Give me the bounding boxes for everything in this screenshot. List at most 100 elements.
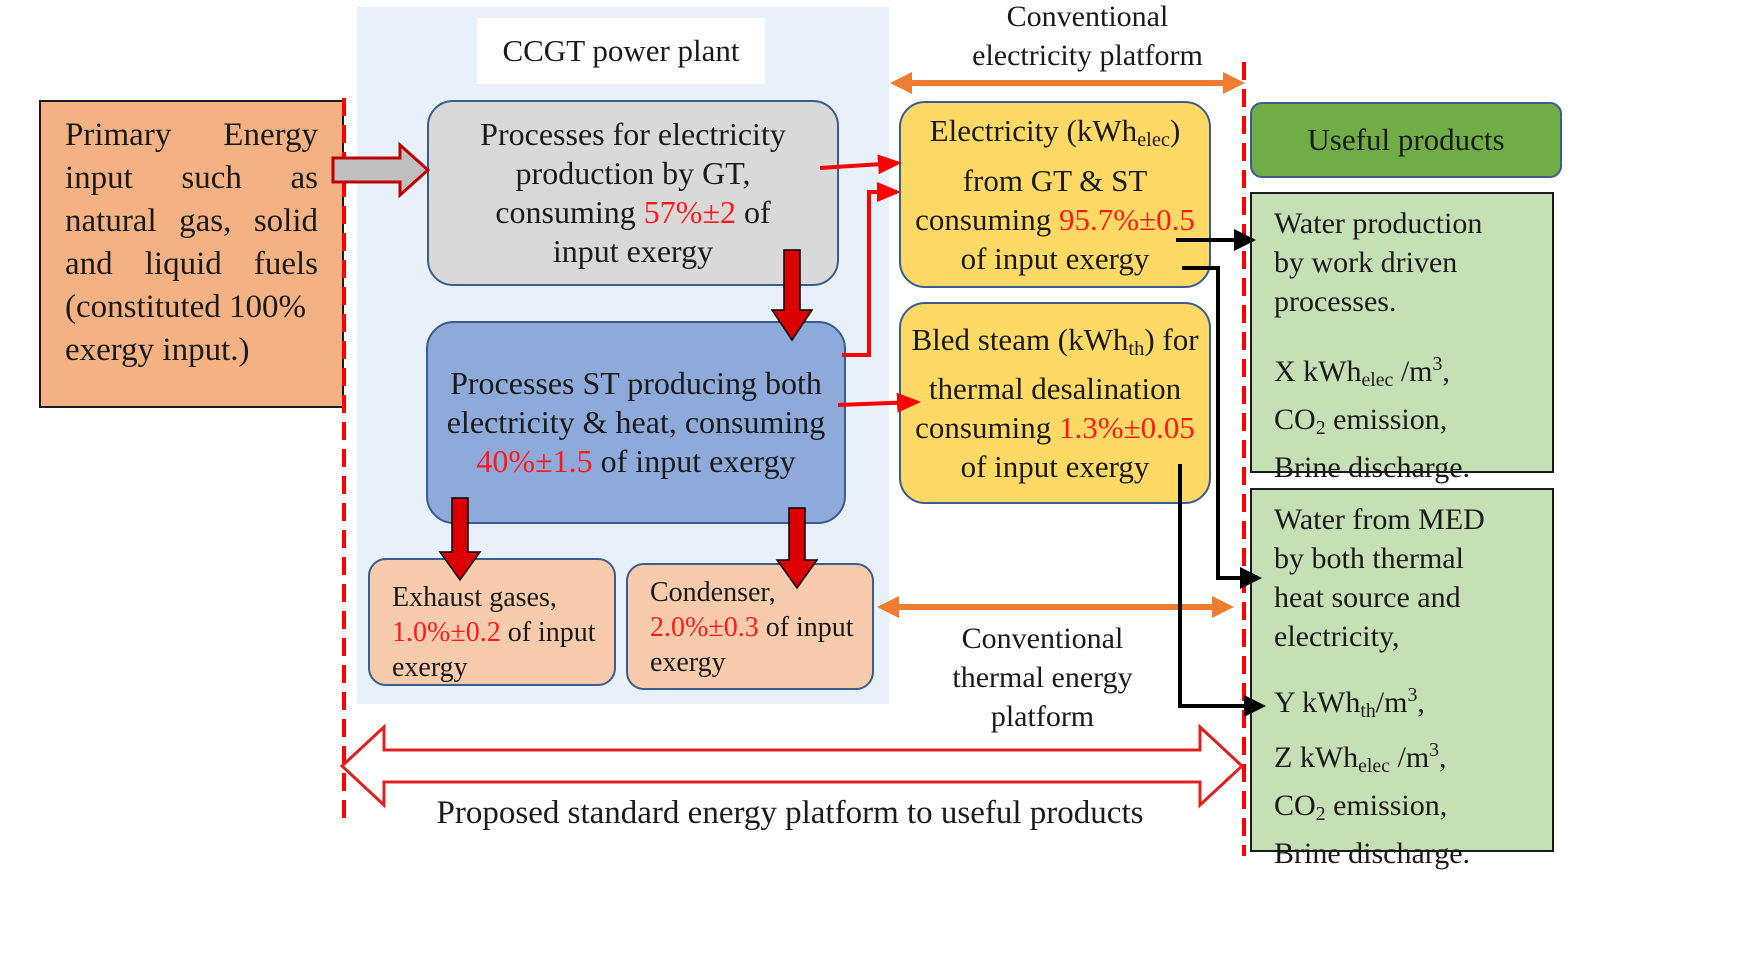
water-med-brine: Brine discharge. <box>1274 836 1471 870</box>
electricity-line-4: of input exergy <box>960 240 1150 276</box>
conventional-electricity-line2: electricity platform <box>972 39 1203 72</box>
electricity-line-3: consuming 95.7%±0.5 <box>915 200 1195 239</box>
water-med-y-b: /m <box>1375 685 1408 719</box>
gt-line-4: input exergy <box>552 233 714 269</box>
ccgt-title: CCGT power plant <box>477 18 765 84</box>
st-to-condenser-arrow <box>775 507 819 590</box>
gt-line-1: Processes for electricity <box>480 116 786 152</box>
water-prod-x-b: /m <box>1393 354 1433 388</box>
water-prod-x-sup: 3 <box>1432 353 1443 375</box>
water-med-line-1: Water from MED <box>1274 503 1485 536</box>
bled-line-1-sub: th <box>1128 338 1145 361</box>
electricity-exergy-value: 95.7%±0.5 <box>1058 201 1195 237</box>
water-prod-line-2: by work driven <box>1274 246 1458 279</box>
electricity-line-1-sub: elec <box>1137 129 1170 152</box>
condenser-line-1: Condenser, <box>650 577 776 608</box>
condenser-exergy-value: 2.0%±0.3 <box>650 612 759 643</box>
water-production-box: Water production by work driven processe… <box>1250 192 1554 484</box>
condenser-line-2: 2.0%±0.3 of input <box>650 610 872 645</box>
bled-to-med-arrow <box>1178 464 1266 717</box>
conventional-electricity-line1: Conventional <box>1006 0 1169 33</box>
conventional-thermal-line1: Conventional <box>961 621 1124 655</box>
gt-line-3a: consuming <box>495 194 644 230</box>
water-prod-x-c: , <box>1442 354 1450 388</box>
bled-line-3: consuming 1.3%±0.05 <box>915 408 1195 447</box>
water-med-box: Water from MED by both thermal heat sour… <box>1250 488 1554 870</box>
primary-energy-input-box: Primary Energy input such as natural gas… <box>39 100 344 408</box>
condenser-line-2b: of input <box>758 612 854 643</box>
st-line-1: Processes ST producing both <box>450 365 822 401</box>
electricity-line-1: Electricity (kWhelec) <box>930 111 1181 160</box>
water-med-z-sup: 3 <box>1429 738 1440 761</box>
water-med-z-a: Z kWh <box>1274 740 1359 774</box>
thermal-platform-arrow <box>877 596 1234 618</box>
exhaust-line-2b: of input <box>500 617 596 648</box>
st-line-2: electricity & heat, consuming <box>446 404 826 440</box>
water-med-co2-b: emission, <box>1325 788 1448 822</box>
gt-exergy-value: 57%±2 <box>643 194 736 230</box>
proposed-platform-arrow <box>339 723 1245 809</box>
bled-line-1: Bled steam (kWhth) for <box>911 320 1198 369</box>
water-prod-energy: X kWhelec /m3, <box>1274 345 1552 400</box>
water-med-y-sup: 3 <box>1407 684 1418 706</box>
bled-line-3a: consuming <box>915 410 1059 446</box>
gt-to-electricity-arrow <box>819 154 902 175</box>
water-prod-co2-sub: 2 <box>1315 416 1326 439</box>
bled-line-2: thermal desalination <box>928 371 1182 407</box>
water-prod-line-1: Water production <box>1274 207 1483 240</box>
gt-line-2: production by GT, <box>515 155 751 191</box>
water-med-z: Z kWhelec /m3, <box>1274 731 1552 786</box>
electricity-platform-arrow <box>890 72 1245 94</box>
primary-line-3: natural gas, solid <box>65 203 318 239</box>
primary-line-6: exergy input.) <box>65 332 250 368</box>
bled-line-1b: ) for <box>1144 321 1199 357</box>
water-med-z-b: /m <box>1389 740 1430 774</box>
condenser-box: Condenser, 2.0%±0.3 of input exergy <box>626 563 874 690</box>
gt-line-3b: of <box>736 194 771 230</box>
water-med-co2-a: CO <box>1274 788 1316 822</box>
st-line-3b: of input exergy <box>592 443 796 479</box>
electricity-line-2: from GT & ST <box>962 162 1148 198</box>
electricity-line-3a: consuming <box>915 201 1059 237</box>
st-exergy-value: 40%±1.5 <box>476 443 593 479</box>
water-med-co2-sub: 2 <box>1315 802 1326 825</box>
water-med-co2: CO2 emission, <box>1274 786 1552 834</box>
water-prod-line-3: processes. <box>1274 285 1397 318</box>
water-med-z-sub: elec <box>1358 754 1390 777</box>
water-prod-brine: Brine discharge. <box>1274 450 1471 484</box>
proposed-platform-text: Proposed standard energy platform to use… <box>436 794 1144 831</box>
electricity-to-med-arrow <box>1182 266 1262 589</box>
gt-line-3: consuming 57%±2 of <box>495 193 770 232</box>
conventional-thermal-line2: thermal energy <box>952 660 1133 694</box>
useful-products-text: Useful products <box>1307 122 1505 157</box>
conventional-thermal-line3: platform <box>990 699 1095 733</box>
water-med-line-4: electricity, <box>1274 620 1400 653</box>
exhaust-line-2: 1.0%±0.2 of input <box>392 615 614 650</box>
water-prod-co2-a: CO <box>1274 402 1316 436</box>
water-med-y: Y kWhth/m3, <box>1274 676 1552 731</box>
exhaust-line-1: Exhaust gases, <box>392 582 557 613</box>
water-med-line-3: heat source and <box>1274 581 1461 614</box>
primary-line-5: (constituted 100% <box>65 289 307 325</box>
gt-to-st-arrow <box>770 249 814 342</box>
st-to-exhaust-arrow <box>438 497 482 582</box>
exhaust-line-3: exergy <box>392 652 468 683</box>
water-med-y-c: , <box>1417 685 1425 719</box>
bled-line-4: of input exergy <box>960 449 1150 485</box>
electricity-box: Electricity (kWhelec) from GT & ST consu… <box>899 101 1211 288</box>
primary-line-1: Primary Energy <box>65 117 318 153</box>
st-line-3: 40%±1.5 of input exergy <box>476 442 795 481</box>
water-med-z-c: , <box>1439 740 1447 774</box>
water-med-y-a: Y kWh <box>1274 685 1361 719</box>
water-prod-co2: CO2 emission, <box>1274 400 1552 448</box>
water-med-y-sub: th <box>1360 699 1376 722</box>
useful-products-header: Useful products <box>1250 102 1562 178</box>
condenser-line-3: exergy <box>650 647 726 678</box>
primary-line-4: and liquid fuels <box>65 246 318 282</box>
st-process-box: Processes ST producing both electricity … <box>426 321 846 524</box>
electricity-line-1b: ) <box>1170 113 1181 149</box>
st-to-bled-arrow <box>837 392 921 413</box>
exhaust-gases-box: Exhaust gases, 1.0%±0.2 of input exergy <box>368 558 616 686</box>
water-prod-x-sub: elec <box>1361 368 1394 391</box>
